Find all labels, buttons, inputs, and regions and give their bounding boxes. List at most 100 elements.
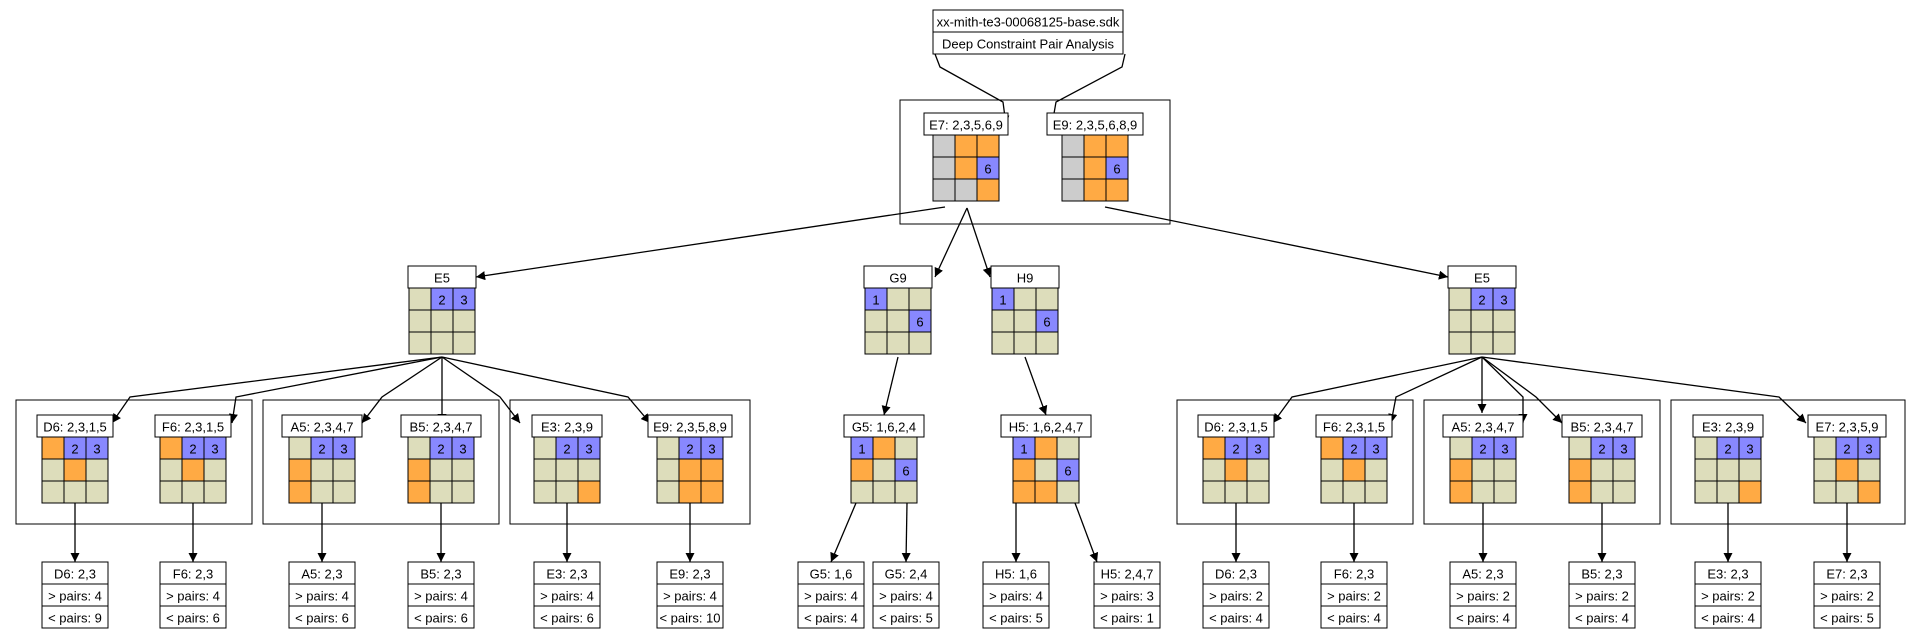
leaf-node: E7: 2,3> pairs: 2< pairs: 5: [1813, 561, 1881, 629]
grid-cell: [886, 331, 910, 355]
grid-cell: [407, 480, 431, 504]
node-label: E5: [1474, 271, 1490, 286]
node-label: E7: 2,3,5,6,9: [929, 118, 1003, 133]
cell-value: 1: [1020, 442, 1027, 457]
grid-cell: [991, 309, 1015, 333]
cell-value: 2: [1598, 442, 1605, 457]
grid-cell: [41, 458, 65, 482]
leaf-lt: < pairs: 6: [295, 611, 349, 626]
leaf-row: [1449, 605, 1517, 629]
edge-arrow: [441, 356, 651, 424]
leaf-lt: < pairs: 6: [540, 611, 594, 626]
cell-value: 2: [686, 442, 693, 457]
leaf-row: [41, 605, 109, 629]
grid-cell: [1857, 458, 1881, 482]
node-label: G5: 1,6,2,4: [852, 420, 916, 435]
grid-cell: [1716, 458, 1740, 482]
grid-cell: [1448, 331, 1472, 355]
leaf-row: [1568, 605, 1636, 629]
leaf-row: [656, 605, 724, 629]
level3-node: H5: 1,6,2,4,716: [1000, 414, 1092, 504]
leaf-gt: > pairs: 2: [1701, 589, 1755, 604]
leaf-lt: < pairs: 4: [1456, 611, 1510, 626]
grid-cell: [954, 156, 978, 180]
grid-cell: [1493, 480, 1517, 504]
grid-cell: [656, 436, 680, 460]
grid-cell: [1590, 458, 1614, 482]
node-label: E7: 2,3,5,9: [1816, 420, 1879, 435]
grid-cell: [288, 436, 312, 460]
leaf-lt: < pairs: 4: [804, 611, 858, 626]
grid-cell: [850, 480, 874, 504]
grid-cell: [288, 458, 312, 482]
edge-arrow: [901, 502, 911, 563]
grid-cell: [1320, 480, 1344, 504]
edge-arrow: [111, 356, 443, 424]
grid-cell: [203, 458, 227, 482]
root-title: xx-mith-te3-00068125-base.sdk: [937, 15, 1120, 30]
candidate-cluster: [509, 399, 751, 525]
node-label: E5: [434, 271, 450, 286]
grid-cell: [451, 458, 475, 482]
grid-cell: [533, 458, 557, 482]
leaf-gt: > pairs: 4: [879, 589, 933, 604]
leaf-node: E3: 2,3> pairs: 4< pairs: 6: [533, 561, 601, 629]
cell-value: 1: [858, 442, 865, 457]
node-label: B5: 2,3,4,7: [1571, 420, 1634, 435]
leaf-lt: < pairs: 4: [1701, 611, 1755, 626]
grid-cell: [407, 436, 431, 460]
leaf-node: B5: 2,3> pairs: 2< pairs: 4: [1568, 561, 1636, 629]
grid-cell: [1568, 480, 1592, 504]
leaf-row: [797, 605, 865, 629]
grid-cell: [991, 331, 1015, 355]
leaf-row: [982, 605, 1050, 629]
grid-cell: [1590, 480, 1614, 504]
grid-cell: [181, 458, 205, 482]
grid-cell: [1013, 287, 1037, 311]
grid-cell: [85, 480, 109, 504]
grid-cell: [1342, 458, 1366, 482]
grid-cell: [332, 480, 356, 504]
leaf-gt: > pairs: 2: [1575, 589, 1629, 604]
grid-cell: [1568, 436, 1592, 460]
candidate-cluster: [15, 399, 253, 525]
grid-cell: [1202, 436, 1226, 460]
grid-cell: [1056, 436, 1080, 460]
grid-cell: [429, 480, 453, 504]
node-label: B5: 2,3,4,7: [410, 420, 473, 435]
grid-cell: [159, 436, 183, 460]
leaf-node: D6: 2,3> pairs: 4< pairs: 9: [41, 561, 109, 629]
grid-cell: [1364, 480, 1388, 504]
grid-cell: [1056, 480, 1080, 504]
node-label: G9: [889, 271, 906, 286]
grid-cell: [1835, 458, 1859, 482]
leaf-lt: < pairs: 10: [659, 611, 720, 626]
leaf-row: [1320, 605, 1388, 629]
grid-cell: [1035, 331, 1059, 355]
grid-cell: [1813, 436, 1837, 460]
grid-cell: [1470, 309, 1494, 333]
grid-cell: [577, 458, 601, 482]
grid-cell: [1492, 309, 1516, 333]
grid-cell: [1694, 480, 1718, 504]
node-label: F6: 2,3,1,5: [162, 420, 224, 435]
node-label: H9: [1017, 271, 1034, 286]
leaf-lt: < pairs: 9: [48, 611, 102, 626]
cell-value: 3: [93, 442, 100, 457]
cell-value: 3: [585, 442, 592, 457]
grid-cell: [451, 480, 475, 504]
grid-cell: [1105, 178, 1129, 202]
leaf-lt: < pairs: 5: [989, 611, 1043, 626]
leaf-label: E3: 2,3: [1707, 567, 1748, 582]
grid-cell: [1202, 480, 1226, 504]
grid-cell: [63, 458, 87, 482]
node-label: E3: 2,3,9: [541, 420, 593, 435]
cell-value: 3: [1372, 442, 1379, 457]
grid-cell: [1449, 436, 1473, 460]
leaf-row: [1202, 605, 1270, 629]
grid-cell: [159, 458, 183, 482]
